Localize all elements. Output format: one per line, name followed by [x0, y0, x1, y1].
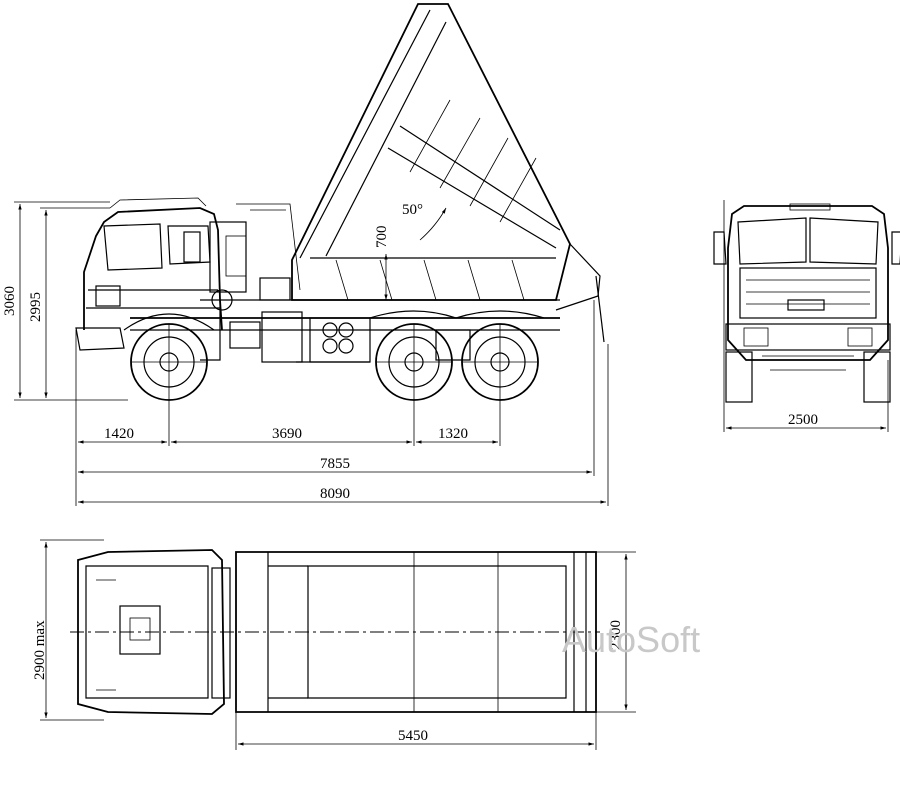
cab-top [77, 549, 231, 715]
height-cab-label: 2995 [28, 292, 44, 322]
side-view: 50° 700 3060 2995 1420 369 [2, 3, 609, 506]
front-bumper [75, 327, 125, 351]
front-fender [123, 313, 215, 331]
wheelbase-1-label: 3690 [272, 426, 302, 442]
length-total-label: 8090 [320, 486, 350, 502]
side-horizontal-dimensions: 1420 3690 1320 7855 8090 [75, 300, 609, 506]
front-overhang-label: 1420 [104, 426, 134, 442]
tipped-dump-body [291, 3, 605, 343]
side-vertical-dimensions: 3060 2995 [2, 201, 128, 401]
body-length-label: 5450 [398, 728, 428, 744]
tipping-angle-annotation: 50° 700 [374, 202, 447, 300]
cab [83, 197, 247, 331]
front-view: 2500 [713, 200, 900, 432]
length-body-label: 7855 [320, 456, 350, 472]
rear-wheel [461, 323, 539, 401]
front-width-label: 2500 [788, 412, 818, 428]
top-view: 2900 max 2300 5450 [32, 539, 636, 750]
wheelbase-2-label: 1320 [438, 426, 468, 442]
rear-fender [369, 310, 545, 319]
front-wheel [130, 323, 208, 401]
height-total-label: 3060 [2, 286, 18, 316]
watermark: AutoSoft [562, 619, 700, 660]
top-width-max-label: 2900 max [32, 620, 48, 680]
body-width-label: 2300 [608, 620, 624, 650]
tipping-angle-label: 50° [402, 202, 423, 218]
middle-wheel [375, 323, 453, 401]
lowered-body-outline [236, 203, 301, 291]
tipping-height-label: 700 [374, 226, 390, 249]
